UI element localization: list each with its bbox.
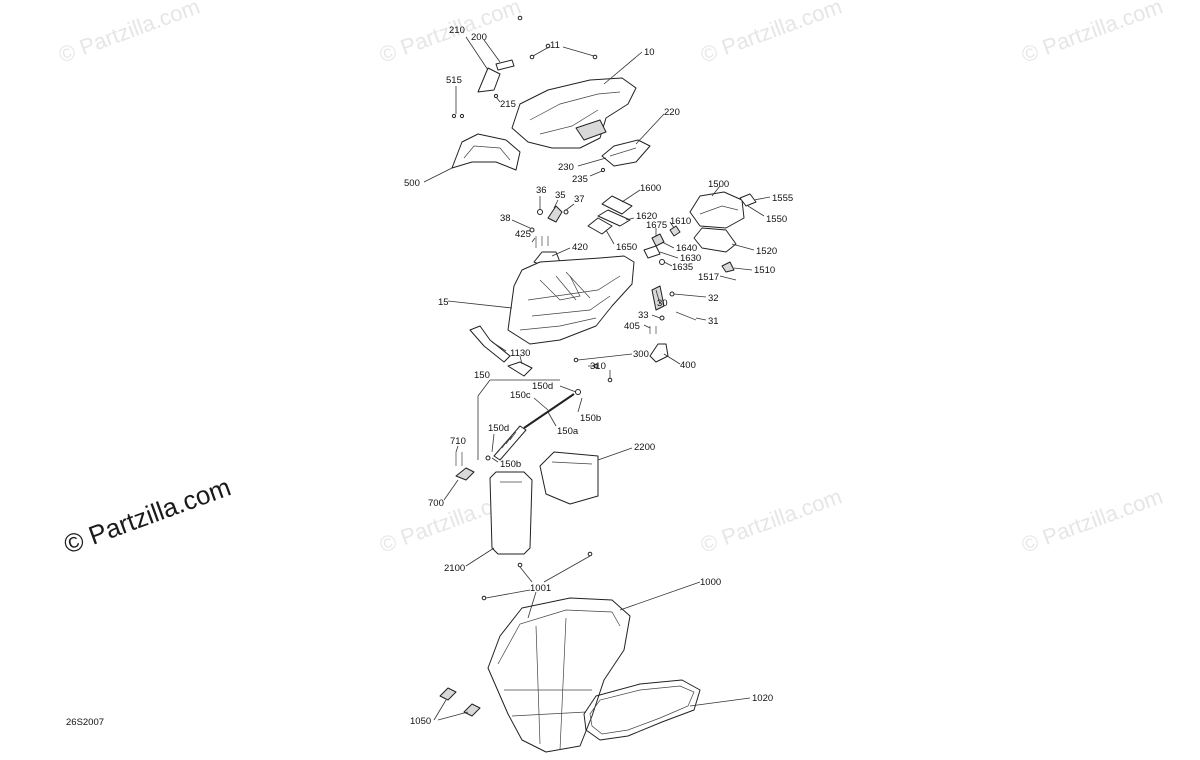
callout-235: 235	[572, 174, 588, 185]
callout-11: 11	[550, 40, 560, 51]
callout-1130: 1130	[510, 348, 530, 359]
callout-230: 230	[558, 162, 574, 173]
callout-1650: 1650	[616, 242, 637, 253]
gasket-inner-line	[589, 685, 695, 735]
callout-36: 36	[536, 185, 547, 196]
callout-425: 425	[515, 229, 531, 240]
callout-32: 32	[708, 293, 719, 304]
callout-1640: 1640	[676, 243, 697, 254]
latch-assembly-part	[455, 452, 475, 481]
side-pad-part	[601, 139, 651, 167]
trim-strip-part	[495, 59, 515, 71]
gasket-part	[583, 679, 701, 741]
callout-1001: 1001	[530, 583, 551, 594]
callout-150: 150	[474, 370, 490, 381]
callout-150c: 150c	[510, 390, 531, 401]
callout-300: 300	[633, 349, 649, 360]
callout-2100: 2100	[444, 563, 465, 574]
clip-parts	[439, 687, 481, 717]
callout-405: 405	[624, 321, 640, 332]
callout-1635: 1635	[672, 262, 693, 273]
callout-150b-lower: 150b	[500, 459, 521, 470]
storage-tray-part	[539, 451, 599, 505]
callout-37: 37	[574, 194, 585, 205]
front-panel-part	[451, 133, 521, 171]
small-bits-right	[643, 225, 681, 265]
seat-frame-part	[511, 77, 637, 149]
leader-lines	[423, 36, 771, 721]
callout-35: 35	[555, 190, 566, 201]
watermark-main: © Partzilla.com	[60, 472, 235, 560]
callout-150b-upper: 150b	[580, 413, 601, 424]
lock-knob-part	[649, 343, 669, 363]
watermark-text: © Partzilla.com	[55, 0, 203, 68]
callout-labels: 11 10 210 200 515 215 220 230 235 500 36…	[404, 25, 793, 727]
callout-500: 500	[404, 178, 420, 189]
callout-150a: 150a	[557, 426, 579, 437]
callout-1050: 1050	[410, 716, 431, 727]
callout-31: 31	[708, 316, 719, 327]
callout-1000: 1000	[700, 577, 721, 588]
watermark-text: © Partzilla.com	[697, 484, 845, 558]
callout-150d-upper: 150d	[532, 381, 553, 392]
callout-1520: 1520	[756, 246, 777, 257]
callout-1600: 1600	[640, 183, 661, 194]
watermark-text: © Partzilla.com	[1018, 484, 1166, 558]
callout-1630: 1630	[680, 253, 701, 264]
hinge-part	[721, 261, 735, 273]
callout-1517: 1517	[698, 272, 719, 283]
callout-1555: 1555	[772, 193, 793, 204]
callout-710: 710	[450, 436, 466, 447]
fasteners-top	[451, 15, 606, 173]
callout-1620: 1620	[636, 211, 657, 222]
callout-420: 420	[572, 242, 588, 253]
latch-part	[739, 193, 757, 207]
seal-ring-part	[693, 227, 737, 253]
callout-1550: 1550	[766, 214, 787, 225]
callout-33: 33	[638, 310, 649, 321]
callout-150d-lower: 150d	[488, 423, 509, 434]
strip-parts	[587, 195, 633, 235]
side-cover-part	[477, 67, 501, 93]
grab-handle-part	[469, 325, 533, 377]
callout-515: 515	[446, 75, 462, 86]
callout-2200: 2200	[634, 442, 655, 453]
left-bracket-parts	[529, 205, 569, 269]
glovebox-cover-part	[689, 191, 745, 229]
callout-1500: 1500	[708, 179, 729, 190]
callout-10: 10	[644, 47, 655, 58]
main-body-part	[507, 255, 635, 345]
callout-30: 30	[657, 298, 668, 309]
diagram-code: 26S2007	[66, 717, 104, 728]
callout-38: 38	[500, 213, 511, 224]
callout-310: 310	[590, 361, 606, 372]
callout-220: 220	[664, 107, 680, 118]
callout-215: 215	[500, 99, 516, 110]
watermark-text: © Partzilla.com	[1018, 0, 1166, 68]
watermark-text: © Partzilla.com	[697, 0, 845, 68]
callout-700: 700	[428, 498, 444, 509]
callout-210: 210	[449, 25, 465, 36]
gas-strut-part	[485, 389, 581, 461]
callout-400: 400	[680, 360, 696, 371]
cushion-pad-part	[489, 471, 533, 555]
callout-1510: 1510	[754, 265, 775, 276]
callout-1675: 1675	[646, 220, 667, 231]
storage-tub-part	[487, 597, 631, 753]
callout-15: 15	[438, 297, 449, 308]
callout-200: 200	[471, 32, 487, 43]
callout-1020: 1020	[752, 693, 773, 704]
callout-1610: 1610	[670, 216, 691, 227]
